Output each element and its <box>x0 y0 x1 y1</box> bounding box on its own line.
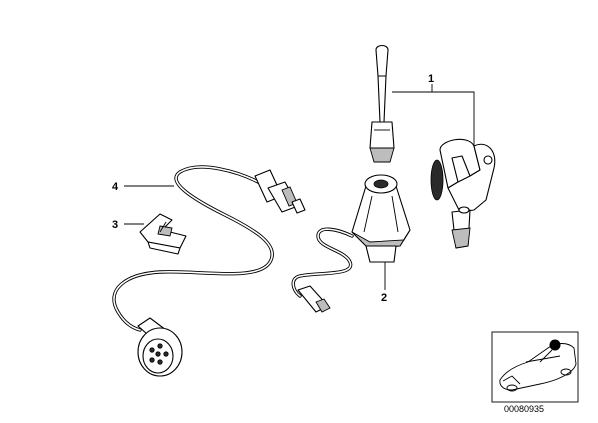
leader-lines <box>124 84 475 290</box>
callout-4: 4 <box>112 181 119 193</box>
callout-3: 3 <box>112 219 118 231</box>
car-silhouette <box>499 343 577 392</box>
vehicle-location-inset: 00080935 <box>491 331 579 414</box>
callout-2: 2 <box>381 292 387 304</box>
base-lead-cable[interactable] <box>291 227 354 313</box>
location-marker-dot <box>549 339 561 351</box>
callout-1: 1 <box>428 73 434 85</box>
cable-plug-connector <box>254 169 306 214</box>
antenna-wrench-part[interactable] <box>430 138 496 249</box>
cable-round-connector <box>137 317 183 377</box>
antenna-rod-part[interactable] <box>369 44 395 163</box>
antenna-cable-part[interactable] <box>112 165 306 377</box>
cable-clip-part[interactable] <box>139 213 187 255</box>
antenna-base-part[interactable] <box>351 174 411 263</box>
document-number: 00080935 <box>504 404 544 414</box>
